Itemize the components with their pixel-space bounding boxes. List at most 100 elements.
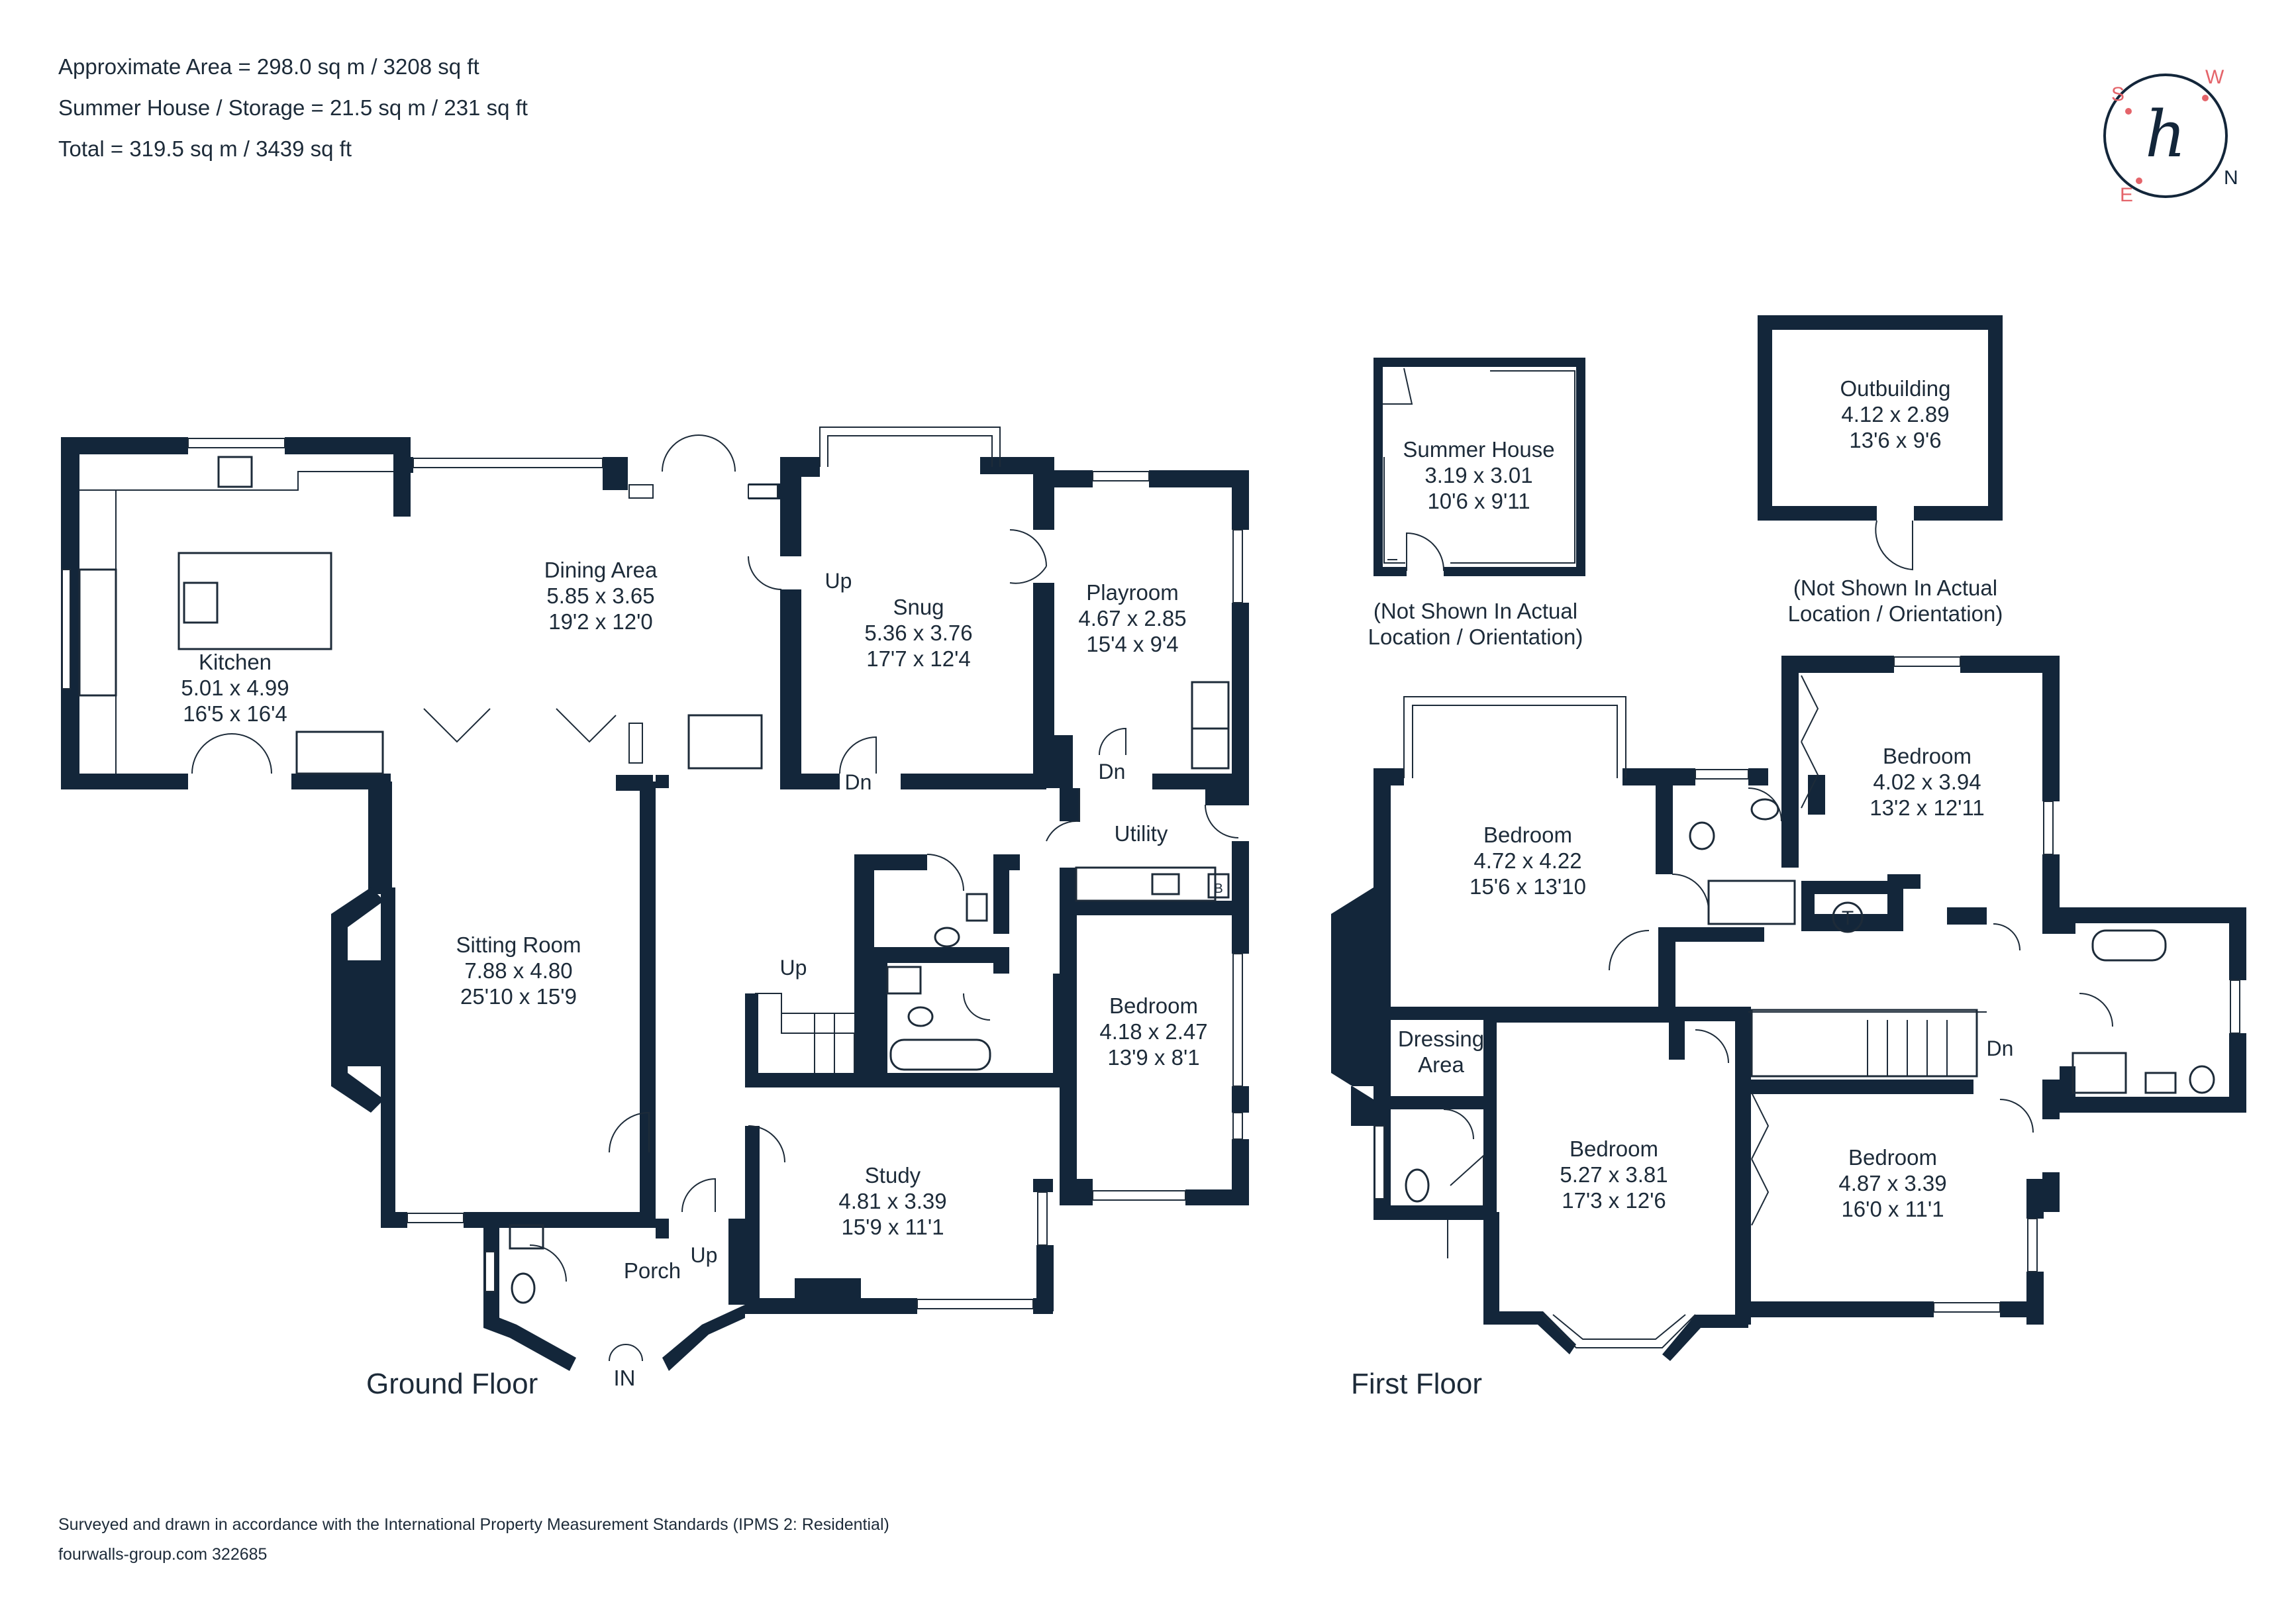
room-name: Dining Area [544, 558, 658, 582]
room-metric: 4.72 x 4.22 [1473, 848, 1581, 873]
summer-house-imperial: 10'6 x 9'11 [1427, 489, 1530, 513]
room-metric: 5.85 x 3.65 [546, 583, 654, 608]
room-name: Sitting Room [456, 933, 581, 957]
basin [1689, 821, 1715, 850]
basin [966, 893, 988, 922]
compass-dot-w [2202, 95, 2209, 101]
room-imperial: 16'5 x 16'4 [183, 701, 287, 726]
cupboard [1191, 727, 1230, 770]
wall [1656, 768, 1673, 874]
bay-window [819, 427, 1001, 467]
appliance [78, 568, 117, 697]
utility-label: Utility [1115, 821, 1168, 846]
bay-window [827, 435, 993, 467]
bay-window [1403, 696, 1626, 778]
window [748, 484, 778, 499]
window [1893, 656, 1961, 667]
compass-n: N [2224, 167, 2238, 189]
door [963, 993, 991, 1021]
window [2230, 980, 2240, 1034]
wall [2060, 907, 2245, 923]
ground-floor-title: Ground Floor [366, 1368, 538, 1400]
door [609, 1111, 650, 1153]
window [1695, 769, 1749, 780]
door [1609, 930, 1650, 971]
wall [1483, 1007, 1682, 1023]
wall [1373, 1205, 1497, 1220]
window [2027, 1218, 2038, 1272]
wall [616, 775, 653, 791]
room-metric: 5.01 x 4.99 [181, 676, 289, 700]
sink [217, 456, 253, 488]
bay [1662, 1315, 1748, 1361]
wall [1060, 901, 1249, 915]
wall [483, 1311, 576, 1371]
window [917, 1299, 1034, 1309]
room-metric: 4.02 x 3.94 [1873, 770, 1981, 794]
wall [61, 774, 188, 789]
door [1748, 787, 1782, 822]
outbuilding-imperial: 13'6 x 9'6 [1849, 428, 1941, 452]
wall [1373, 768, 1404, 785]
door [1009, 529, 1047, 584]
room-metric: 7.88 x 4.80 [464, 958, 572, 983]
wall [1988, 315, 2003, 521]
wall [1735, 1080, 1751, 1318]
wall [61, 437, 188, 454]
wall [1232, 901, 1249, 954]
stairs [1750, 1009, 1978, 1078]
wall [1758, 315, 2003, 330]
first-floor-walls [1331, 656, 2246, 1361]
chimney-breast [344, 960, 381, 1066]
summer-house-name: Summer House [1403, 437, 1554, 462]
wall [1656, 768, 1695, 785]
wall [2042, 656, 2060, 801]
wardrobe [1801, 675, 1819, 809]
door [1046, 788, 1080, 842]
door [1993, 923, 2021, 951]
summer-house-door [1406, 532, 1445, 572]
wall [780, 457, 801, 556]
door [1443, 1109, 1474, 1140]
wall [745, 1126, 760, 1311]
wall [874, 960, 887, 1080]
toilet [1750, 798, 1779, 821]
wall [1232, 841, 1249, 907]
summer-house-note: (Not Shown In Actual [1373, 599, 1577, 623]
summer-house-area: Summer House / Storage = 21.5 sq m / 231… [58, 95, 528, 120]
tank-label: T [1842, 907, 1854, 929]
toilet [511, 1272, 536, 1304]
wall [1622, 768, 1656, 785]
basin [509, 1224, 544, 1250]
wall [1373, 358, 1383, 576]
wall [1373, 567, 1407, 576]
wall [1735, 1080, 1973, 1094]
summer-house-metric: 3.19 x 3.01 [1424, 463, 1532, 487]
room-name: Bedroom [1483, 823, 1572, 847]
outbuilding-metric: 4.12 x 2.89 [1841, 402, 1949, 427]
wall [1748, 768, 1768, 785]
website-reference: fourwalls-group.com 322685 [58, 1545, 268, 1564]
first-floor-labels: Bedroom 4.72 x 4.22 15'6 x 13'10 Bedroom… [1351, 744, 2013, 1400]
wall [993, 854, 1009, 934]
wall [901, 774, 1046, 789]
bifold [687, 714, 763, 770]
window [1933, 1302, 2001, 1313]
wall [393, 457, 413, 473]
glazing [1450, 370, 1575, 564]
window [1092, 471, 1150, 481]
wall [1033, 1179, 1053, 1192]
wall [1801, 881, 1901, 894]
room-imperial: 19'2 x 12'0 [548, 609, 653, 634]
kitchen-door [191, 733, 272, 774]
bath [889, 1038, 991, 1071]
utility-worktop [1075, 866, 1217, 902]
room-metric: 5.27 x 3.81 [1560, 1162, 1668, 1187]
wall [656, 1219, 669, 1238]
window [413, 458, 603, 468]
bath [2091, 929, 2167, 962]
toilet [2189, 1065, 2215, 1094]
compass-s: S [2111, 83, 2124, 105]
wall [556, 1212, 656, 1228]
wall [1373, 1096, 1493, 1109]
